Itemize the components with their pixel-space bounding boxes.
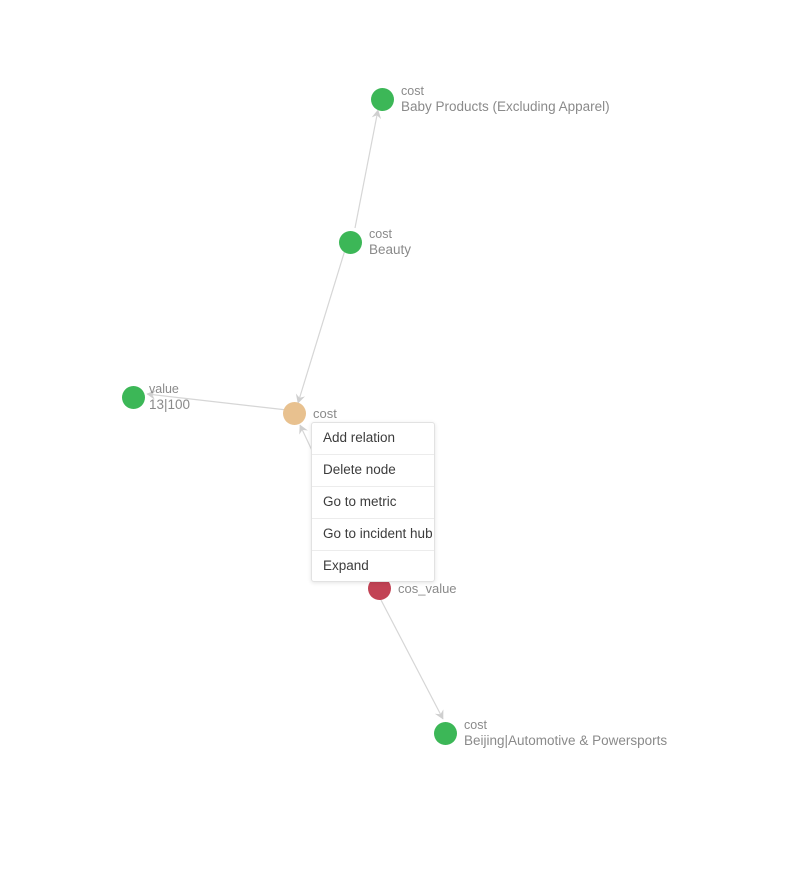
node-circle[interactable] [339, 231, 362, 255]
graph-node-baby-products[interactable]: cost Baby Products (Excluding Apparel) [371, 84, 610, 116]
node-label-group: cost [313, 406, 337, 422]
node-type-label: cos_value [398, 580, 457, 596]
node-circle[interactable] [371, 88, 394, 112]
node-context-menu[interactable]: Add relation Delete node Go to metric Go… [311, 422, 435, 583]
menu-item-add-relation[interactable]: Add relation [312, 423, 434, 455]
node-type-label: cost [313, 405, 337, 421]
node-type-label: cost [369, 227, 392, 241]
edge-cost-to-value [146, 390, 288, 411]
edge-beauty-to-baby-products [354, 109, 382, 229]
graph-node-beauty[interactable]: cost Beauty [339, 227, 411, 259]
menu-item-expand[interactable]: Expand [323, 557, 369, 573]
node-circle[interactable] [434, 722, 457, 746]
node-type-label: cost [464, 718, 487, 732]
node-title-label: Beijing|Automotive & Powersports [464, 733, 668, 749]
node-title-label: 13|100 [149, 397, 191, 413]
menu-item-go-to-incident-hub[interactable]: Go to incident hub [312, 519, 434, 551]
node-label-group: cost Beijing|Automotive & Powersports [464, 718, 667, 750]
menu-item-delete-node[interactable]: Delete node [312, 455, 434, 487]
node-label-group: cost Baby Products (Excluding Apparel) [401, 84, 610, 116]
graph-node-beijing-automotive[interactable]: cost Beijing|Automotive & Powersports [434, 718, 667, 750]
graph-node-value[interactable]: value 13|100 [122, 382, 190, 414]
node-circle[interactable] [368, 577, 391, 600]
menu-item-go-to-metric[interactable]: Go to metric [312, 487, 434, 519]
node-label-group: cos_value [398, 581, 457, 597]
node-title-label: Baby Products (Excluding Apparel) [401, 99, 610, 115]
node-label-group: value 13|100 [149, 382, 190, 414]
node-type-label: cost [401, 84, 424, 98]
node-title-label: Beauty [369, 242, 412, 258]
node-type-label: value [149, 382, 179, 396]
node-circle[interactable] [283, 402, 306, 425]
node-label-group: cost Beauty [369, 227, 411, 259]
graph-node-cos-value[interactable]: cos_value [368, 577, 457, 600]
graph-node-cost-center[interactable]: cost [283, 402, 337, 425]
edge-cost-to-beauty [295, 249, 346, 404]
node-circle[interactable] [122, 386, 145, 410]
edge-cos-value-to-beijing [380, 599, 444, 720]
